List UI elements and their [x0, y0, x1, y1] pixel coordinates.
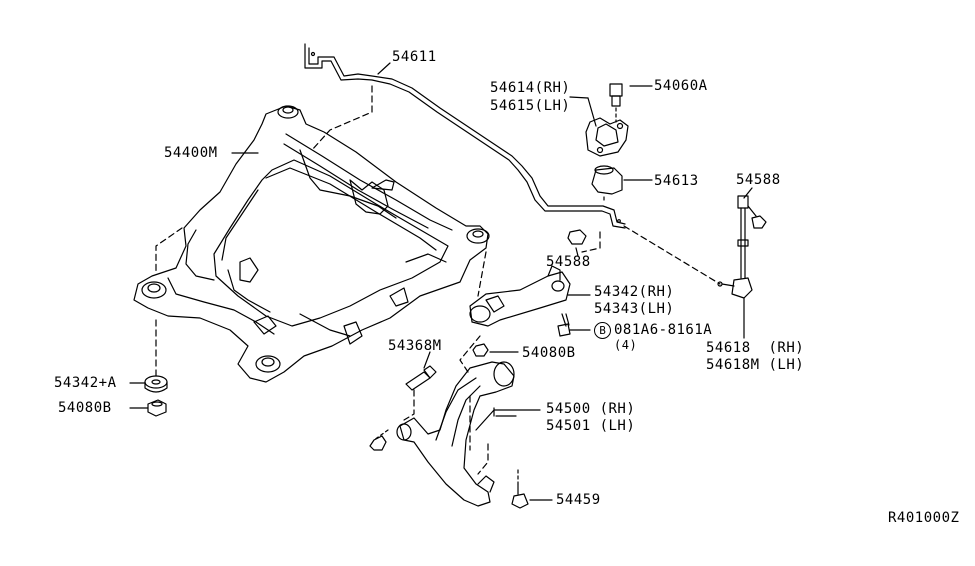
label-bushing: 54613 — [654, 173, 699, 189]
label-mount-insulator: 54342+A — [54, 375, 117, 391]
label-link-lh: 54618M (LH) — [706, 357, 805, 373]
label-bracket-lh: 54343(LH) — [594, 301, 675, 317]
clamp-bolt — [609, 83, 623, 123]
stabilizer-bracket — [469, 265, 571, 327]
label-clamp-bolt: 54060A — [654, 78, 708, 94]
label-member-assy: 54400M — [164, 145, 218, 161]
nut-54080b-arm — [472, 343, 489, 357]
leader-lines — [129, 62, 753, 501]
label-stabilizer-bar: 54611 — [392, 49, 437, 65]
nut-54588 — [567, 229, 587, 245]
label-ball-joint-bolt: 54459 — [556, 492, 601, 508]
stabilizer-bar — [304, 43, 626, 229]
label-bracket-rh: 54342(RH) — [594, 284, 675, 300]
label-arm-rh: 54500 (RH) — [546, 401, 636, 417]
drawing-number: R401000Z — [888, 510, 960, 526]
mount-insulator — [144, 375, 168, 393]
label-mount-nut: 54080B — [58, 400, 112, 416]
label-nut-bracket: 54588 — [546, 254, 591, 270]
label-bolt-part: 081A6-8161A — [614, 322, 713, 338]
member-assy-frame — [133, 85, 490, 383]
label-clamp-lh: 54615(LH) — [490, 98, 571, 114]
stabilizer-link — [717, 195, 767, 299]
mount-nut — [147, 399, 167, 417]
bracket-bolt — [557, 313, 571, 337]
label-link-rh: 54618 (RH) — [706, 340, 805, 356]
label-link-nut-top: 54588 — [736, 172, 781, 188]
lower-arm — [369, 361, 515, 507]
label-bolt-link: 54368M — [388, 338, 442, 354]
label-nut-lower: 54080B — [522, 345, 576, 361]
label-bolt-qty: (4) — [614, 338, 638, 352]
bolt-54368m — [405, 365, 437, 391]
bolt-circle-b-icon: B — [594, 322, 611, 339]
label-clamp-rh: 54614(RH) — [490, 80, 571, 96]
stabilizer-clamp — [585, 117, 629, 157]
ball-joint-bolt — [511, 483, 529, 509]
stabilizer-bushing — [591, 165, 623, 195]
label-arm-lh: 54501 (LH) — [546, 418, 636, 434]
